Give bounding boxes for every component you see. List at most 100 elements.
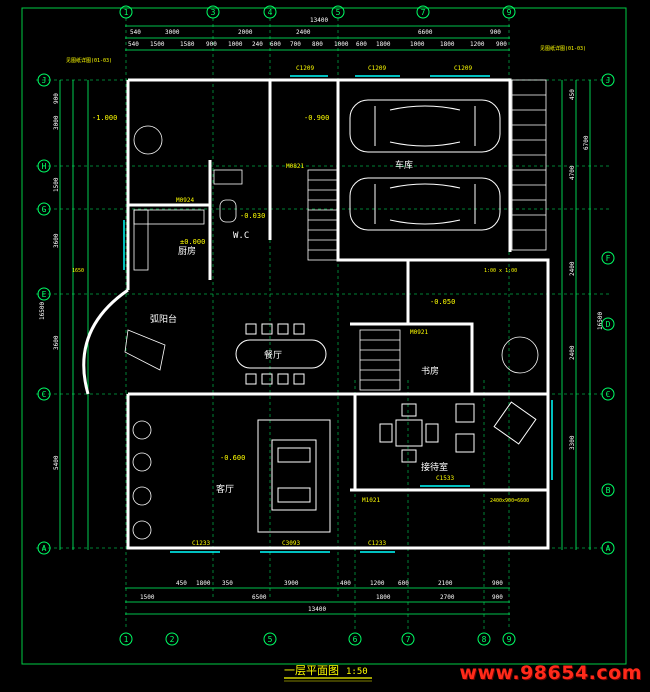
windows — [123, 75, 553, 553]
axis-bubble: A — [37, 541, 51, 555]
walls — [82, 78, 550, 550]
dimension-label: 1800 — [440, 41, 455, 48]
dimension-label: 350 — [222, 580, 233, 587]
svg-text:4: 4 — [268, 8, 273, 17]
axis-bubble: J — [601, 73, 615, 87]
elevation-mark: -0.050 — [430, 298, 455, 306]
window-tag: C1233 — [192, 540, 210, 547]
axis-bubble: F — [601, 251, 615, 265]
svg-text:3: 3 — [211, 8, 216, 17]
dimension-label: 1800 — [196, 580, 211, 587]
svg-text:H: H — [42, 162, 47, 171]
site-watermark: www.98654.com — [459, 662, 642, 684]
door-tag: M0821 — [286, 163, 304, 170]
plants — [132, 125, 539, 540]
room-label-dining: 餐厅 — [264, 349, 282, 361]
elevation-mark: -0.030 — [240, 212, 265, 220]
annotation: 2400x900=6600 — [490, 498, 529, 504]
axis-bubble: 5 — [263, 632, 277, 646]
axis-bubble: E — [37, 287, 51, 301]
elevation-mark: -0.600 — [220, 454, 245, 462]
window-tag: C1233 — [368, 540, 386, 547]
dimension-label: 3300 — [569, 435, 576, 450]
axis-bubble: 1 — [119, 5, 133, 19]
axis-bubble: 3 — [206, 5, 220, 19]
elevation-mark: -1.000 — [92, 114, 117, 122]
axis-bubbles-top: 1 3 4 5 7 9 — [119, 5, 516, 19]
dimension-label: 2400 — [296, 29, 311, 36]
svg-text:A: A — [606, 544, 611, 553]
kitchen-fixtures — [133, 169, 243, 271]
dimension-label: 450 — [176, 580, 187, 587]
svg-text:B: B — [606, 486, 611, 495]
annotations: 见图纸详图(01-03) 见图纸详图(01-03) 1:00 x 1:00 24… — [66, 45, 586, 504]
axis-bubbles-right: J F D C B A — [601, 73, 615, 555]
dimension-total-bottom: 13400 — [308, 606, 326, 613]
annotation: 见图纸详图(01-03) — [66, 57, 112, 64]
dimension-label: 1000 — [334, 41, 349, 48]
door-tag: M0921 — [410, 329, 428, 336]
dimension-label: 3000 — [165, 29, 180, 36]
svg-text:A: A — [42, 544, 47, 553]
svg-text:J: J — [42, 76, 47, 85]
dimension-label: 1200 — [470, 41, 485, 48]
dimension-label: 4700 — [569, 165, 576, 180]
dimension-label: 3600 — [53, 233, 60, 248]
dimension-label: 1000 — [228, 41, 243, 48]
svg-text:1: 1 — [124, 635, 129, 644]
svg-text:D: D — [606, 320, 611, 329]
dimension-label: 900 — [496, 41, 507, 48]
room-label-wc: W.C — [233, 231, 249, 241]
room-label-study: 书房 — [421, 365, 439, 377]
room-label-bay: 弧阳台 — [150, 313, 177, 325]
dimension-label: 540 — [130, 29, 141, 36]
elevation-mark: ±0.000 — [180, 238, 205, 246]
dimension-label: 1800 — [376, 41, 391, 48]
room-label-garage: 车库 — [395, 159, 413, 171]
dimension-label: 3000 — [53, 115, 60, 130]
dimension-total-left: 16500 — [39, 302, 46, 320]
dimension-label: 700 — [290, 41, 301, 48]
dimension-label: 6700 — [583, 135, 590, 150]
annotation: 1:00 x 1:00 — [484, 268, 517, 274]
dimension-label: 1000 — [410, 41, 425, 48]
axis-bubble: 5 — [331, 5, 345, 19]
axis-bubble: 2 — [165, 632, 179, 646]
dimension-label: 3900 — [284, 580, 299, 587]
axis-bubble: 9 — [502, 632, 516, 646]
axis-bubble: C — [37, 387, 51, 401]
dimension-label: 900 — [492, 580, 503, 587]
svg-text:1: 1 — [124, 8, 129, 17]
svg-text:9: 9 — [507, 635, 512, 644]
axis-bubble: J — [37, 73, 51, 87]
dimension-label: 2400 — [569, 261, 576, 276]
dimension-label: 1580 — [180, 41, 195, 48]
axis-bubble: 1 — [119, 632, 133, 646]
dimension-label: 1500 — [140, 594, 155, 601]
dimension-label: 800 — [312, 41, 323, 48]
dimension-total-top: 13400 — [310, 17, 328, 24]
window-door-tags: C1209 C1209 C1209 C1233 C3093 C1233 C153… — [176, 65, 472, 547]
svg-text:5: 5 — [268, 635, 273, 644]
dimension-label: 900 — [492, 594, 503, 601]
window-tag: C1209 — [368, 65, 386, 72]
dimension-label: 600 — [398, 580, 409, 587]
top-dimension-lines — [59, 25, 591, 615]
reception-furniture — [379, 401, 537, 463]
drawing-title: 一层平面图 — [284, 664, 339, 677]
room-label-reception: 接待室 — [421, 461, 448, 473]
elevation-mark: -0.900 — [304, 114, 329, 122]
axis-bubble: G — [37, 202, 51, 216]
axis-bubble: 7 — [416, 5, 430, 19]
dimension-label: 900 — [490, 29, 501, 36]
dimension-total-right: 16500 — [597, 312, 604, 330]
axis-bubble: 7 — [401, 632, 415, 646]
axis-bubble: 9 — [502, 5, 516, 19]
left-dimensions: 900 3000 1500 3600 3600 5400 16500 — [39, 93, 60, 470]
svg-text:E: E — [42, 290, 47, 299]
dimension-label: 1500 — [53, 177, 60, 192]
dimension-label: 2400 — [569, 345, 576, 360]
axis-bubble: 6 — [348, 632, 362, 646]
dimension-label: 450 — [569, 89, 576, 100]
